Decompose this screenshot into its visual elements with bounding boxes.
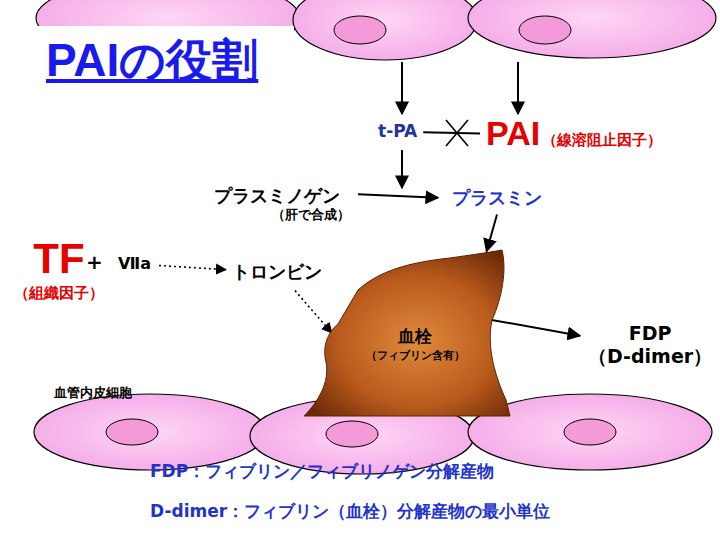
product-label: FDP（D-dimer） — [588, 322, 712, 368]
connector-arrow — [358, 194, 438, 198]
node-text: PAI — [486, 113, 540, 154]
connector-arrow — [295, 291, 332, 333]
thrombus-shape: 血栓 （フィブリン含有） — [300, 248, 512, 418]
node-text: プラスミノゲン — [214, 185, 340, 207]
secretion-arrow — [517, 62, 519, 114]
footnote: FDP：フィブリン／フィブリノゲン分解産物 — [150, 460, 494, 483]
connector-arrow — [487, 215, 497, 252]
enzyme-label: t-PA — [378, 121, 417, 141]
thrombus-text: 血栓 （フィブリン含有） — [340, 326, 490, 363]
connector-arrow — [159, 266, 226, 270]
activation-arrow — [401, 150, 403, 188]
title-panel: PAIの役割 — [38, 26, 294, 96]
node-subtext: （肝で合成） — [272, 207, 350, 223]
node-subtext: （線溶阻止因子） — [542, 131, 662, 149]
node-text: 血栓 — [398, 326, 432, 346]
diagram-title: PAIの役割 — [46, 30, 258, 92]
connector-arrow — [423, 132, 480, 133]
plus-sign: + — [86, 250, 103, 274]
node-text: t-PA — [378, 121, 417, 141]
secretion-arrow — [401, 62, 403, 114]
footnote: D-dimer：フィブリン（血栓）分解産物の最小単位 — [150, 500, 550, 523]
node-text: Ⅶa — [118, 254, 151, 273]
node-text: TF — [33, 234, 84, 284]
node-subtext: （組織因子） — [14, 284, 104, 302]
enzyme-label: プラスミン — [452, 187, 542, 209]
inhibitor-label: PAI（線溶阻止因子） — [486, 113, 662, 154]
node-text: トロンビン — [232, 261, 322, 283]
cell-label: 血管内皮細胞 — [54, 384, 132, 402]
enzyme-label: トロンビン — [232, 261, 322, 283]
node-text: プラスミン — [452, 187, 542, 209]
substrate-label: プラスミノゲン（肝で合成） — [214, 185, 350, 222]
node-subtext: （D-dimer） — [588, 345, 712, 368]
node-text: FDP — [629, 322, 672, 345]
factor-label: Ⅶa — [118, 254, 151, 273]
node-subtext: （フィブリン含有） — [366, 349, 465, 362]
